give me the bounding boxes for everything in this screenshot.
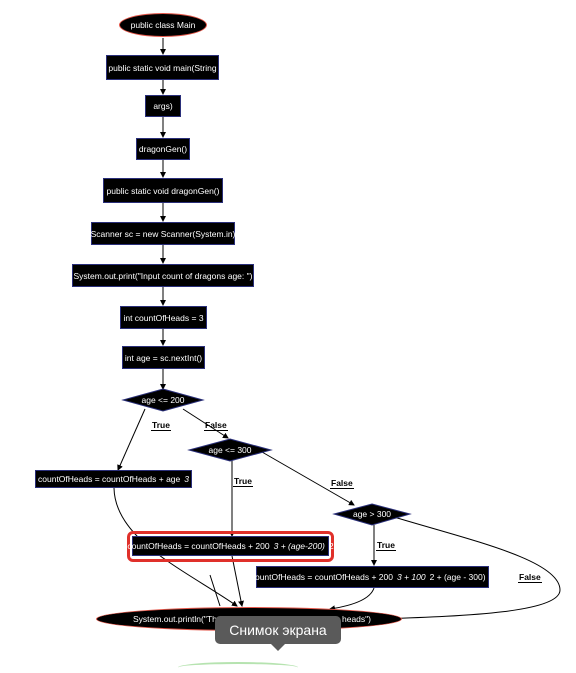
screenshot-tooltip: Снимок экрана (215, 616, 341, 644)
edge-assign200-out (231, 555, 244, 607)
edge-assign300-out (329, 587, 375, 612)
node-dragon-call[interactable]: dragonGen() (136, 138, 190, 160)
node-assign-200[interactable]: countOfHeads = countOfHeads + 200 3 + (a… (127, 536, 334, 556)
assign-300-suffix3: 1 (489, 572, 495, 582)
assign-200-text: countOfHeads = countOfHeads + 200 (127, 541, 270, 551)
label-cond-gt300[interactable]: age > 300 (352, 509, 392, 519)
assign-200-suffix: 3 + (age-200) (273, 541, 325, 551)
edge-label-false-1: False (204, 420, 228, 431)
diamond-cond-200 (121, 388, 205, 412)
node-assign-age[interactable]: countOfHeads = countOfHeads + age 3 (35, 470, 192, 488)
node-assign-300[interactable]: countOfHeads = countOfHeads + 200 3 + 10… (251, 566, 494, 588)
assign-300-suffix1: 3 + 100 (396, 572, 426, 582)
assign-age-text: countOfHeads = countOfHeads + age (38, 474, 181, 484)
node-dragon-method[interactable]: public static void dragonGen() (103, 178, 223, 203)
node-scanner[interactable]: Scanner sc = new Scanner(System.in) (91, 222, 235, 245)
assign-300-suffix2: 2 + (age - 300) (429, 572, 486, 582)
println-right: heads") (341, 614, 371, 624)
edge-cond200-false (182, 408, 229, 439)
node-age-read[interactable]: int age = sc.nextInt() (122, 346, 205, 369)
edge-cond300-false (261, 451, 355, 506)
diamond-cond-gt300 (332, 503, 412, 526)
label-cond-200[interactable]: age <= 200 (141, 395, 185, 405)
highlight-box (127, 531, 334, 562)
edge-cond200-true (117, 408, 146, 471)
assign-200-suffix2: 2 (328, 541, 334, 551)
node-class-main[interactable]: public class Main (119, 13, 207, 37)
edge-label-true-2: True (233, 476, 253, 487)
bottom-arc (178, 662, 298, 673)
label-cond-300[interactable]: age <= 300 (208, 445, 252, 455)
assign-age-suffix: 3 (184, 474, 189, 484)
node-print-prompt[interactable]: System.out.print("Input count of dragons… (72, 264, 254, 287)
assign-300-text: countOfHeads = countOfHeads + 200 (250, 572, 393, 582)
diamond-cond-300 (187, 438, 273, 462)
edge-label-false-3: False (518, 572, 542, 583)
tooltip-tail (271, 644, 285, 651)
edge-gt300-false (379, 516, 561, 622)
println-left: System.out.println("Th (133, 614, 217, 624)
edge-label-true-3: True (376, 540, 396, 551)
edge-label-true-1: True (151, 420, 171, 431)
edge-to-println (209, 574, 221, 607)
node-main-method[interactable]: public static void main(String (106, 55, 219, 80)
node-count-init[interactable]: int countOfHeads = 3 (120, 306, 207, 329)
edge-label-false-2: False (330, 478, 354, 489)
node-args[interactable]: args) (145, 95, 181, 117)
